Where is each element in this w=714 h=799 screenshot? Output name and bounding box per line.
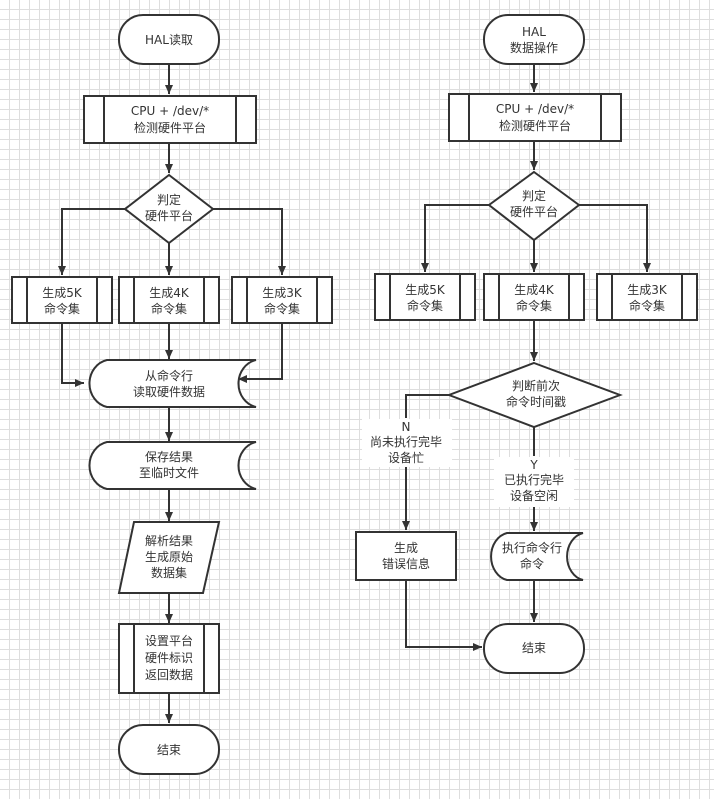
right-flowchart: HAL 数据操作 CPU + /dev/* 检测硬件平台 判定 硬件平台 生成5…	[355, 14, 698, 674]
left-detect-process: CPU + /dev/* 检测硬件平台	[83, 95, 257, 144]
right-exec-line2: 命令	[520, 556, 544, 571]
left-decision-line1: 判定	[157, 192, 181, 207]
right-branch-n-label: N 尚未执行完毕 设备忙	[362, 419, 452, 467]
left-parse-io: 解析结果 生成原始 数据集	[117, 521, 221, 594]
right-error-line2: 错误信息	[382, 556, 430, 571]
left-gen5k-line1: 生成5K	[42, 286, 83, 300]
right-exec-stored-data: 执行命令行 命令	[490, 532, 584, 581]
right-detect-line1: CPU + /dev/*	[496, 102, 574, 116]
right-gen4k-process: 生成4K 命令集	[483, 273, 585, 321]
left-start-label: HAL读取	[145, 33, 193, 47]
right-detect-line2: 检测硬件平台	[499, 118, 571, 133]
left-save-stored-data: 保存结果 至临时文件	[88, 441, 257, 490]
left-save-line1: 保存结果	[145, 450, 193, 464]
left-flowchart: HAL读取 CPU + /dev/* 检测硬件平台 判定 硬件平台 生成5K 命…	[11, 14, 333, 775]
left-gen3k-line1: 生成3K	[262, 286, 303, 300]
right-end-label: 结束	[522, 641, 546, 655]
right-gen3k-process: 生成3K 命令集	[596, 273, 698, 321]
branch-n-line1: 尚未执行完毕	[370, 434, 442, 449]
right-decision-line2: 硬件平台	[510, 204, 558, 219]
left-gen5k-line2: 命令集	[44, 301, 80, 316]
right-decision-line1: 判定	[522, 188, 546, 203]
left-read-stored-data: 从命令行 读取硬件数据	[88, 359, 257, 408]
right-platform-decision: 判定 硬件平台	[487, 170, 581, 242]
left-gen3k-line2: 命令集	[264, 301, 300, 316]
left-platform-decision: 判定 硬件平台	[123, 173, 215, 245]
right-error-line1: 生成	[394, 541, 418, 555]
left-end-terminal: 结束	[118, 724, 220, 775]
left-connectors	[58, 64, 286, 723]
right-branch-y-label: Y 已执行完毕 设备空闲	[494, 457, 574, 507]
left-gen4k-line2: 命令集	[151, 301, 187, 316]
right-error-process: 生成 错误信息	[355, 531, 457, 581]
branch-y-line1: 已执行完毕	[504, 472, 564, 487]
left-parse-line3: 数据集	[151, 565, 187, 580]
branch-n-head: N	[402, 420, 411, 434]
right-gen4k-line2: 命令集	[516, 298, 552, 313]
right-start-line1: HAL	[522, 25, 546, 39]
left-detect-line1: CPU + /dev/*	[131, 104, 209, 118]
left-detect-line2: 检测硬件平台	[134, 120, 206, 135]
right-end-terminal: 结束	[483, 623, 585, 674]
left-parse-line1: 解析结果	[145, 534, 193, 548]
left-gen3k-process: 生成3K 命令集	[231, 276, 333, 324]
left-setup-process: 设置平台 硬件标识 返回数据	[118, 623, 220, 694]
branch-y-line2: 设备空闲	[510, 489, 558, 503]
left-decision-line2: 硬件平台	[145, 208, 193, 223]
right-decision2-line1: 判断前次	[512, 378, 560, 393]
left-gen4k-line1: 生成4K	[149, 286, 190, 300]
left-end-label: 结束	[157, 743, 181, 757]
left-setup-line2: 硬件标识	[145, 651, 193, 665]
left-gen5k-process: 生成5K 命令集	[11, 276, 113, 324]
left-start-terminal: HAL读取	[118, 14, 220, 65]
right-timestamp-decision: 判断前次 命令时间戳	[446, 361, 623, 429]
right-gen4k-line1: 生成4K	[514, 283, 555, 297]
right-connectors	[402, 64, 651, 651]
right-start-terminal: HAL 数据操作	[483, 14, 585, 65]
right-start-line2: 数据操作	[510, 40, 558, 55]
left-setup-line3: 返回数据	[145, 667, 193, 682]
right-gen3k-line1: 生成3K	[627, 283, 668, 297]
left-save-line2: 至临时文件	[139, 465, 199, 480]
branch-y-head: Y	[529, 458, 538, 472]
left-gen4k-process: 生成4K 命令集	[118, 276, 220, 324]
right-decision2-line2: 命令时间戳	[506, 394, 566, 409]
right-gen5k-process: 生成5K 命令集	[374, 273, 476, 321]
right-detect-process: CPU + /dev/* 检测硬件平台	[448, 93, 622, 142]
left-read-line1: 从命令行	[145, 368, 193, 383]
right-gen3k-line2: 命令集	[629, 298, 665, 313]
right-gen5k-line2: 命令集	[407, 298, 443, 313]
right-gen5k-line1: 生成5K	[405, 283, 446, 297]
left-read-line2: 读取硬件数据	[133, 384, 205, 399]
branch-n-line2: 设备忙	[388, 451, 424, 465]
left-parse-line2: 生成原始	[145, 550, 193, 564]
left-setup-line1: 设置平台	[145, 633, 193, 648]
right-exec-line1: 执行命令行	[502, 540, 562, 555]
